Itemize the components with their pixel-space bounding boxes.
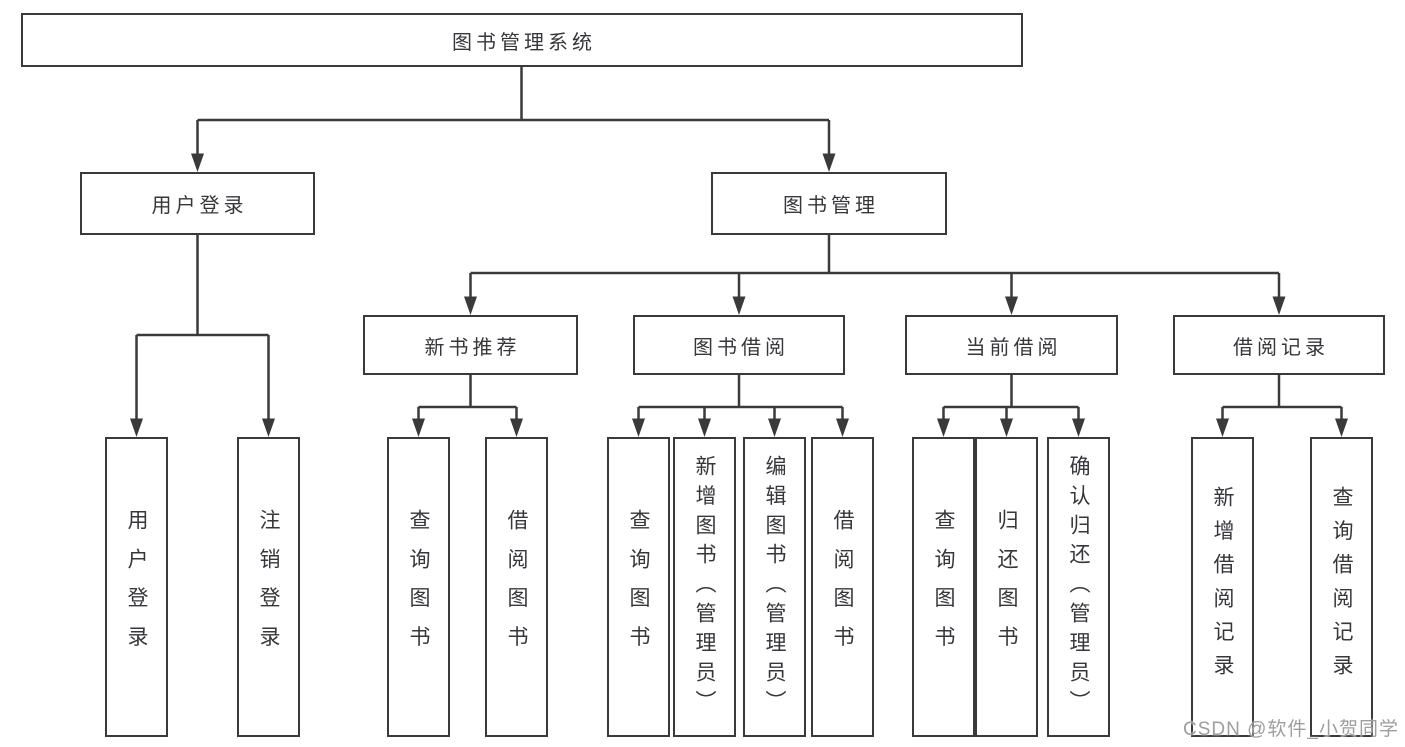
arrowhead	[732, 296, 746, 315]
connector-new-book	[417, 375, 518, 421]
leaf-query-borrow-record: 查询借阅记录	[1310, 437, 1373, 737]
node-borrow-records: 借阅记录	[1173, 315, 1385, 375]
leaf-edit-books-admin: 编辑图书（管理员）	[743, 437, 806, 737]
leaf-logout: 注销登录	[237, 437, 300, 737]
node-user-login: 用户登录	[80, 172, 315, 235]
leaf-return-books: 归还图书	[975, 437, 1038, 737]
arrowheads	[130, 153, 1348, 437]
arrowhead	[510, 418, 523, 437]
connector-book-mgmt	[469, 235, 1281, 298]
leaf-query-books: 查询图书	[912, 437, 975, 737]
arrowhead	[1216, 418, 1229, 437]
arrowhead	[937, 418, 950, 437]
arrowhead	[1005, 296, 1018, 315]
leaf-borrow-books: 借阅图书	[485, 437, 548, 737]
connector-root	[196, 67, 831, 155]
leaf-query-books: 查询图书	[607, 437, 670, 737]
connector-current-borrow	[942, 375, 1080, 421]
arrowhead	[1335, 418, 1348, 437]
arrowhead	[836, 418, 849, 437]
arrowhead	[191, 153, 204, 172]
node-new-book-recommend: 新书推荐	[363, 315, 578, 375]
csdn-watermark: CSDN @软件_小贺同学	[1183, 719, 1399, 740]
arrowhead	[262, 418, 275, 437]
leaf-borrow-books: 借阅图书	[811, 437, 874, 737]
arrowhead	[698, 418, 711, 437]
node-current-borrow: 当前借阅	[905, 315, 1118, 375]
leaf-query-books: 查询图书	[387, 437, 450, 737]
arrowhead	[1000, 418, 1013, 437]
leaf-user-login: 用户登录	[105, 437, 168, 737]
node-book-borrow: 图书借阅	[633, 315, 845, 375]
arrowhead	[130, 418, 143, 437]
leaf-add-borrow-record: 新增借阅记录	[1191, 437, 1254, 737]
arrowhead	[1072, 418, 1085, 437]
arrowhead	[768, 418, 781, 437]
leaf-add-books-admin: 新增图书（管理员）	[673, 437, 736, 737]
connector-book-borrow	[637, 375, 844, 421]
leaf-confirm-return-admin: 确认归还（管理员）	[1047, 437, 1110, 737]
node-book-management: 图书管理	[711, 172, 947, 235]
arrowhead	[1272, 296, 1286, 315]
node-library-management-system: 图书管理系统	[21, 13, 1023, 67]
arrowhead	[632, 418, 645, 437]
arrowhead	[822, 153, 836, 172]
connector-borrow-records	[1221, 375, 1343, 421]
connector-user-login	[135, 235, 270, 421]
arrowhead	[464, 296, 477, 315]
arrowhead	[412, 418, 425, 437]
